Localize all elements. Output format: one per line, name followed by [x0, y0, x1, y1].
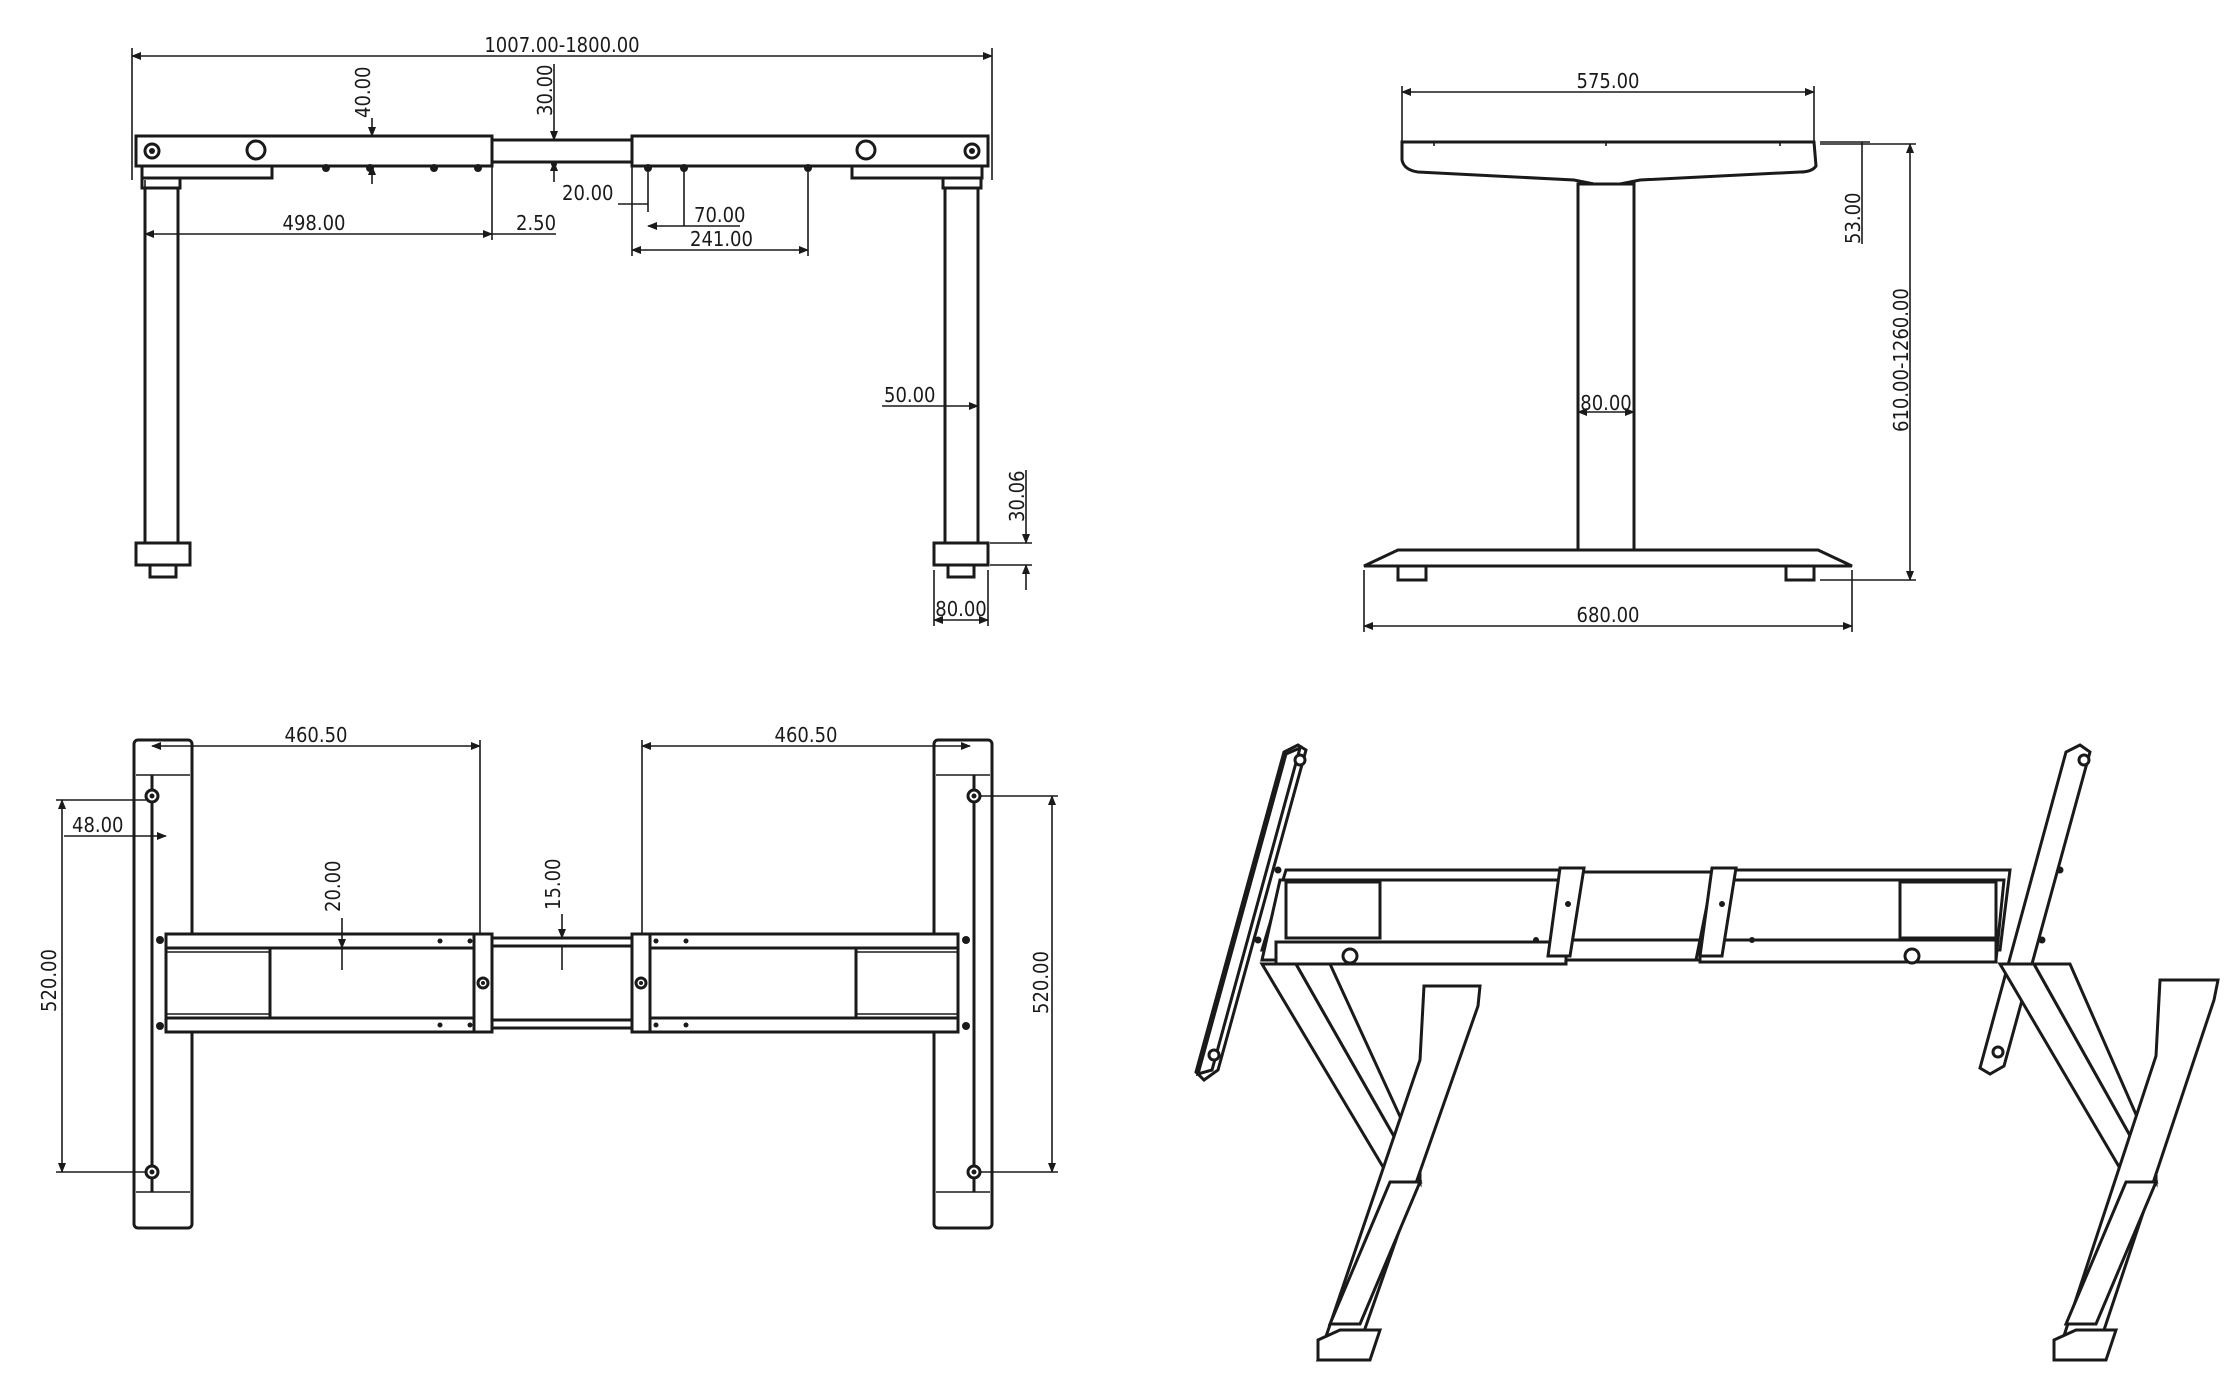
dim-top-width: 575.00 — [1577, 69, 1640, 93]
dim-hole-spacing: 70.00 — [694, 203, 746, 227]
iso-right-rear-foot — [2052, 1328, 2119, 1362]
glide — [1784, 564, 1816, 582]
dim-center-rail-gap: 15.00 — [541, 859, 565, 911]
dim-top-thickness: 53.00 — [1841, 193, 1865, 245]
dim-right-hole-span: 241.00 — [690, 227, 753, 251]
column — [1576, 182, 1636, 552]
iso-left-beam-front — [1274, 940, 1568, 966]
dim-edge-offset: 48.00 — [72, 813, 124, 837]
iso-joint-right — [1698, 866, 1738, 958]
base-foot — [1363, 548, 1853, 568]
left-foot — [134, 541, 192, 567]
top-bracket — [1400, 140, 1818, 186]
iso-left-front-leg — [1327, 1180, 1423, 1326]
iso-left-rear-foot — [1316, 1328, 1383, 1362]
dim-overall-width: 1007.00-1800.00 — [484, 33, 639, 57]
dim-right-span: 460.50 — [775, 723, 838, 747]
left-glide — [148, 563, 178, 579]
glide — [1396, 564, 1428, 582]
iso-right-front-leg — [2063, 1180, 2159, 1326]
iso-right-top-plate — [1978, 743, 2092, 1076]
dim-leg-width: 50.00 — [884, 383, 936, 407]
dim-left-depth: 520.00 — [37, 949, 61, 1012]
center-beam — [490, 138, 634, 164]
right-leg — [943, 186, 980, 545]
left-leg — [143, 186, 180, 545]
dim-left-span: 460.50 — [285, 723, 348, 747]
dim-rail-offset: 20.00 — [321, 861, 345, 913]
dim-center-beam-height: 30.00 — [533, 65, 557, 117]
dim-column-width: 80.00 — [1580, 391, 1632, 415]
dim-foot-height: 30.06 — [1005, 471, 1029, 523]
center-front-rail — [490, 936, 634, 948]
hole-icon — [245, 139, 267, 161]
right-beam — [630, 134, 990, 168]
iso-right-bracket — [1898, 880, 1998, 940]
dim-hole-offset: 20.00 — [562, 181, 614, 205]
iso-left-top-plate-edge — [1195, 745, 1303, 1077]
iso-joint-left — [1546, 866, 1586, 958]
right-glide — [946, 563, 976, 579]
dim-height-range: 610.00-1260.00 — [1889, 288, 1913, 432]
center-back-rail — [490, 1018, 634, 1030]
left-bracket — [140, 164, 274, 180]
iso-center-beam-front — [1564, 938, 1710, 962]
dim-foot-width: 80.00 — [935, 597, 987, 621]
right-back-rail — [630, 1016, 960, 1034]
dim-base-width: 680.00 — [1577, 603, 1640, 627]
left-back-rail — [164, 1016, 494, 1034]
right-front-rail — [630, 932, 960, 950]
left-front-rail — [164, 932, 494, 950]
dim-beam-height: 40.00 — [351, 67, 375, 119]
right-foot — [932, 541, 990, 567]
left-bracket-plan — [164, 946, 272, 1020]
top-view: 460.50 460.50 48.00 520.00 520.00 20.00 … — [37, 723, 1058, 1230]
isometric-view — [1194, 743, 2220, 1362]
iso-right-beam-front — [1698, 938, 1998, 964]
front-view: 1007.00-1800.00 40.00 30.00 498.00 2.50 … — [131, 33, 1032, 626]
dim-left-beam-length: 498.00 — [283, 211, 346, 235]
left-beam — [134, 134, 494, 168]
iso-left-bracket — [1284, 880, 1382, 940]
right-bracket — [850, 164, 984, 180]
side-view: 575.00 53.00 610.00-1260.00 80.00 680.00 — [1363, 69, 1916, 632]
hole-icon — [855, 139, 877, 161]
dim-right-depth: 520.00 — [1029, 951, 1053, 1014]
dim-gap: 2.50 — [516, 211, 556, 235]
right-bracket-plan — [854, 946, 960, 1020]
